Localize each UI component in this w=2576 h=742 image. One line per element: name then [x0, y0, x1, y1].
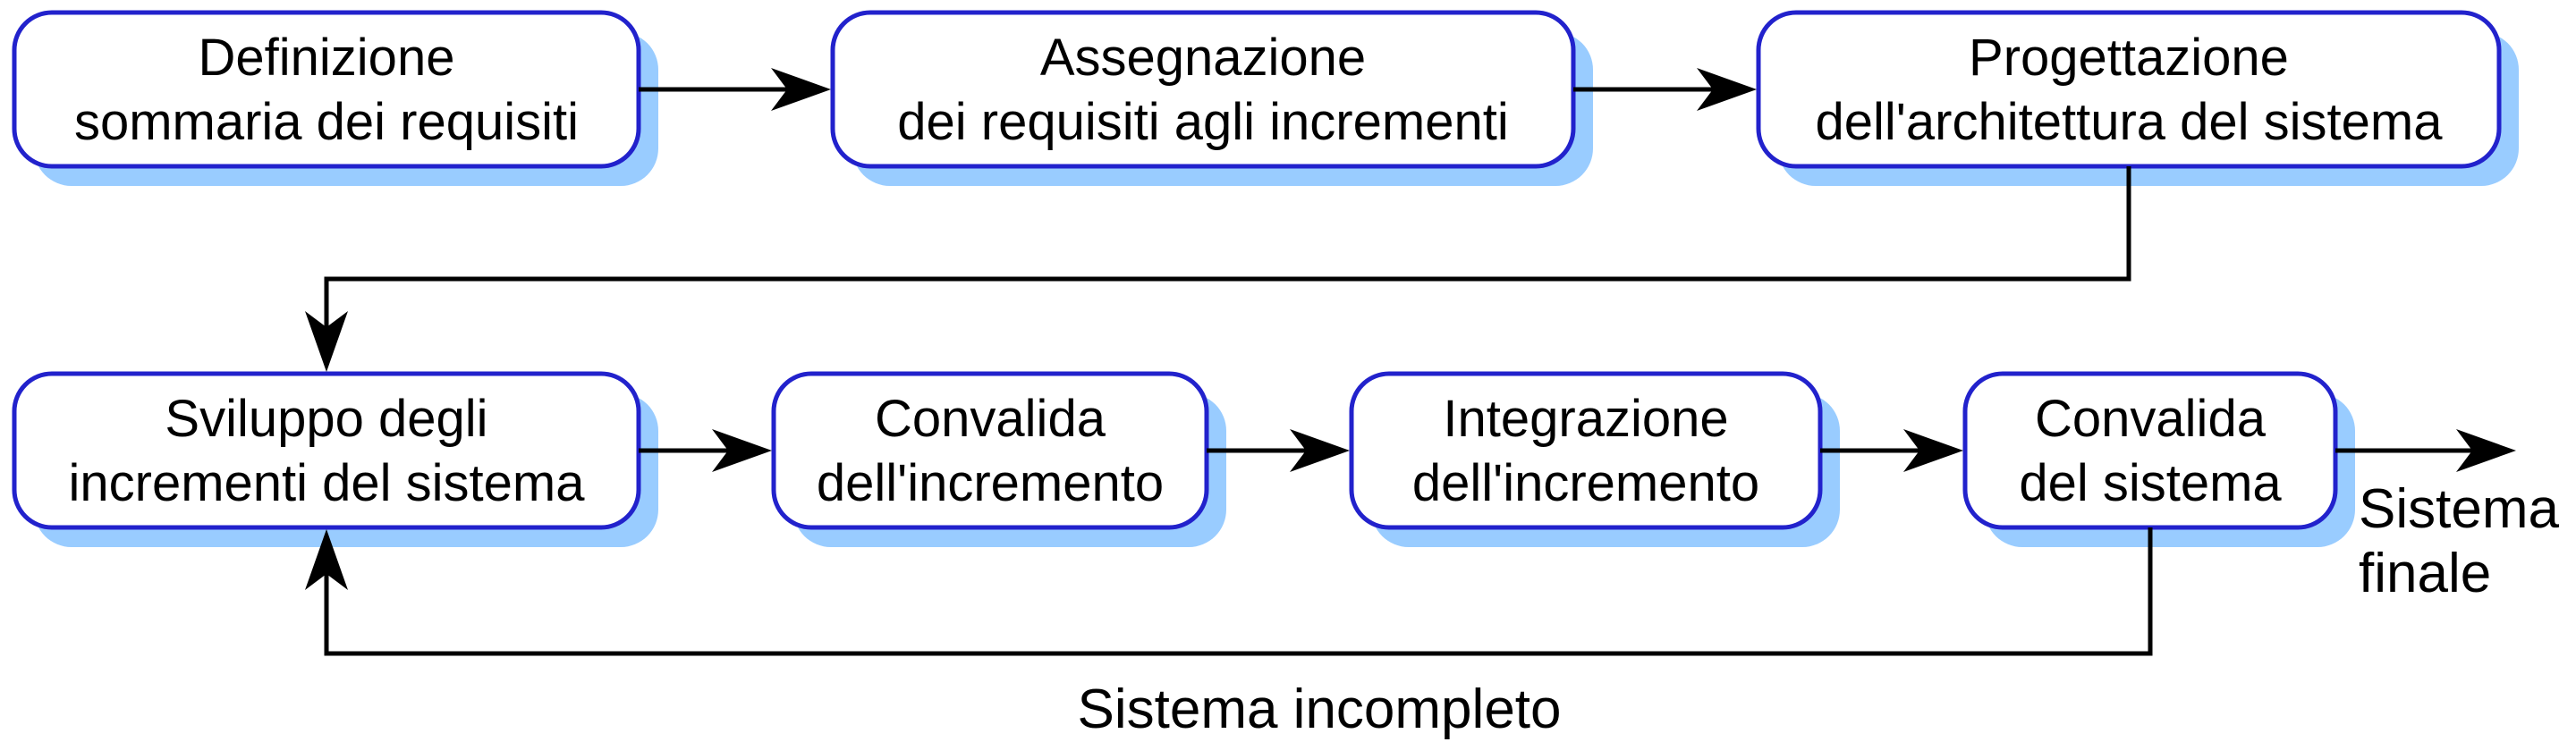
connector-line	[324, 166, 2131, 327]
step-sviluppo: Sviluppo degli incrementi del sistema	[12, 371, 658, 547]
step-subtitle: dell'architettura del sistema	[1816, 93, 2444, 151]
arrow-output-sistema-finale	[2335, 429, 2516, 472]
step-title: Sviluppo degli	[165, 390, 487, 448]
loop-label: Sistema incompleto	[1077, 679, 1561, 740]
step-convalida-sistema: Convalida del sistema	[1962, 371, 2355, 547]
step-subtitle: del sistema	[2019, 454, 2282, 512]
arrow-head-icon	[2456, 429, 2516, 472]
step-progettazione: Progettazione dell'architettura del sist…	[1756, 10, 2519, 186]
arrow-head-icon	[712, 429, 772, 472]
step-subtitle: dei requisiti agli incrementi	[897, 93, 1508, 151]
arrow-head-icon	[1290, 429, 1350, 472]
step-convalida-incremento: Convalida dell'incremento	[771, 371, 1226, 547]
arrow-head-icon	[305, 311, 348, 372]
step-subtitle: dell'incremento	[1412, 454, 1759, 512]
arrow-definizione-to-assegnazione	[639, 68, 831, 111]
arrow-progettazione-to-sviluppo	[305, 166, 2131, 372]
arrow-feedback-loop	[305, 527, 2153, 656]
step-title: Convalida	[875, 390, 1106, 448]
step-title: Assegnazione	[1040, 29, 1366, 87]
output-label-line1: Sistema	[2359, 478, 2559, 540]
output-label-line2: finale	[2359, 543, 2491, 604]
arrow-head-icon	[305, 529, 348, 590]
arrow-sviluppo-to-convalida-incremento	[639, 429, 772, 472]
arrow-head-icon	[1903, 429, 1963, 472]
step-title: Definizione	[199, 29, 455, 87]
arrow-integrazione-to-convalida-sistema	[1820, 429, 1963, 472]
step-definizione: Definizione sommaria dei requisiti	[12, 10, 658, 186]
step-title: Progettazione	[1969, 29, 2289, 87]
step-subtitle: sommaria dei requisiti	[74, 93, 579, 151]
arrow-head-icon	[771, 68, 831, 111]
arrow-head-icon	[1697, 68, 1757, 111]
arrow-convalida-incremento-to-integrazione	[1207, 429, 1350, 472]
step-integrazione: Integrazione dell'incremento	[1349, 371, 1840, 547]
step-title: Integrazione	[1443, 390, 1728, 448]
step-subtitle: dell'incremento	[817, 454, 1164, 512]
step-assegnazione: Assegnazione dei requisiti agli incremen…	[830, 10, 1593, 186]
connector-line	[324, 527, 2153, 656]
step-title: Convalida	[2035, 390, 2267, 448]
arrow-assegnazione-to-progettazione	[1573, 68, 1757, 111]
step-subtitle: incrementi del sistema	[69, 454, 586, 512]
